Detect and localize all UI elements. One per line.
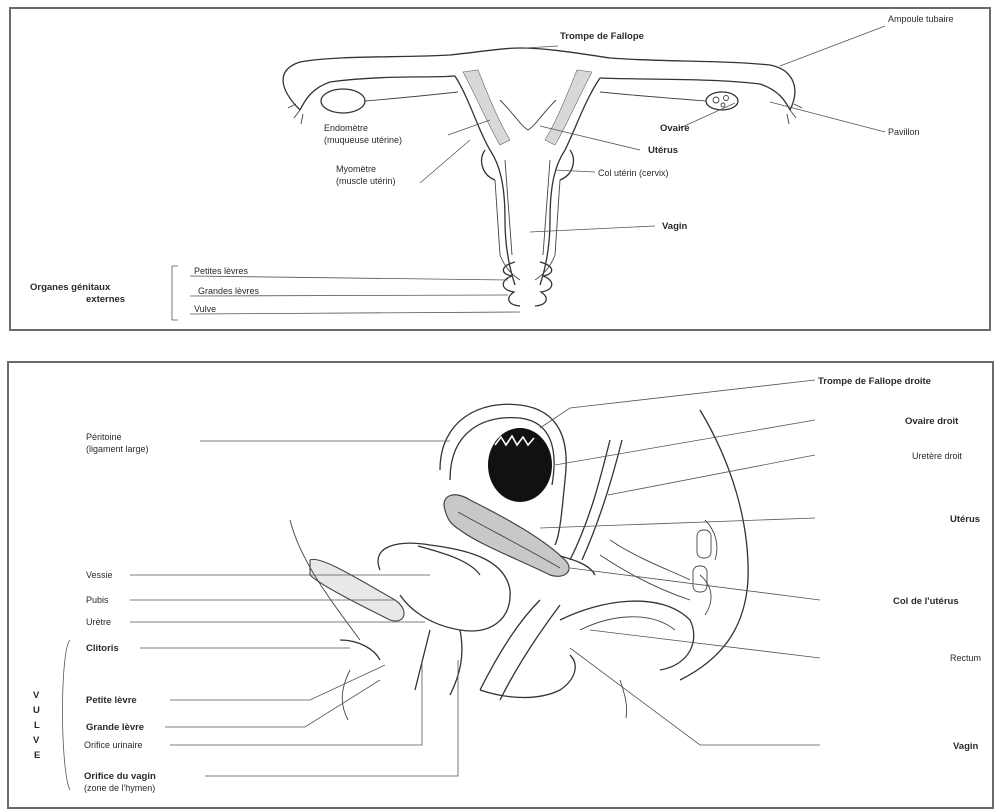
bottom-panel-frame <box>8 362 993 808</box>
label-ampoule-tubaire: Ampoule tubaire <box>888 14 954 24</box>
label-trompe-droite: Trompe de Fallope droite <box>818 376 931 387</box>
label-petites-levres: Petites lèvres <box>194 266 249 276</box>
vulve-letter: U <box>33 705 40 716</box>
bottom-panel: Trompe de Fallope droite Ovaire droit Ur… <box>8 362 993 808</box>
top-panel: Trompe de Fallope Ampoule tubaire Pavill… <box>10 8 990 330</box>
label-pavillon: Pavillon <box>888 127 920 137</box>
label-uretere-droit: Uretère droit <box>912 451 963 461</box>
label-organes-externes: externes <box>86 294 125 305</box>
label-vagin-bottom: Vagin <box>953 741 979 752</box>
label-grande-levre: Grande lèvre <box>86 722 144 733</box>
label-myometre-sub: (muscle utérin) <box>336 176 396 186</box>
label-endometre-sub: (muqueuse utérine) <box>324 135 402 145</box>
label-vessie: Vessie <box>86 570 113 580</box>
label-uterus-top: Utérus <box>648 145 678 156</box>
label-vulve-top: Vulve <box>194 304 216 314</box>
label-ovaire-droit: Ovaire droit <box>905 416 959 427</box>
label-trompe-de-fallope: Trompe de Fallope <box>560 31 644 42</box>
label-ovaire: Ovaire <box>660 123 690 134</box>
label-clitoris: Clitoris <box>86 643 119 654</box>
label-uretre: Urètre <box>86 617 111 627</box>
label-grandes-levres: Grandes lèvres <box>198 286 260 296</box>
vulve-letter: L <box>34 720 40 731</box>
label-orifice-vagin: Orifice du vagin <box>84 771 156 782</box>
label-orifice-urinaire: Orifice urinaire <box>84 740 143 750</box>
label-peritoine-sub: (ligament large) <box>86 444 149 454</box>
vulve-letter: V <box>33 735 40 746</box>
label-pubis: Pubis <box>86 595 109 605</box>
vulve-letter: E <box>34 750 40 761</box>
label-col-uterus: Col de l'utérus <box>893 596 959 607</box>
label-orifice-vagin-sub: (zone de l'hymen) <box>84 783 155 793</box>
label-organes-genitaux: Organes génitaux <box>30 282 111 293</box>
label-col-uterin: Col utérin (cervix) <box>598 168 669 178</box>
label-myometre: Myomètre <box>336 164 376 174</box>
vulve-vertical-label: V U L V E <box>33 690 40 761</box>
label-uterus-bottom: Utérus <box>950 514 980 525</box>
label-peritoine: Péritoine <box>86 432 122 442</box>
label-rectum: Rectum <box>950 653 981 663</box>
label-petite-levre: Petite lèvre <box>86 695 137 706</box>
right-ovary-dark <box>488 428 552 502</box>
vulve-letter: V <box>33 690 40 701</box>
label-vagin-top: Vagin <box>662 221 688 232</box>
top-panel-frame <box>10 8 990 330</box>
label-endometre: Endomètre <box>324 123 368 133</box>
